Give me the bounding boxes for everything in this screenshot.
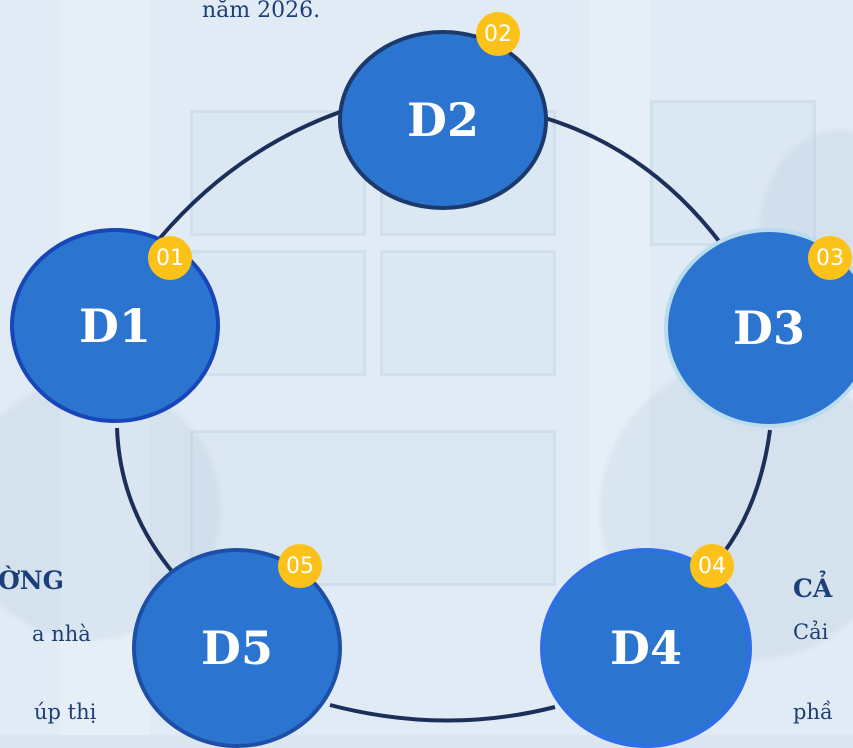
- connector-d3-d4: [720, 429, 772, 557]
- node-d2: D2: [338, 30, 548, 210]
- node-d1-label: D1: [79, 298, 151, 353]
- connector-d5-d1: [115, 427, 177, 577]
- node-d3-label: D3: [733, 301, 805, 355]
- badge-05: 05: [278, 544, 322, 588]
- right-heading: CẢ: [793, 574, 833, 603]
- left-heading: ỜNG: [0, 566, 64, 595]
- badge-01: 01: [148, 236, 192, 280]
- badge-03: 03: [808, 236, 852, 280]
- top-caption: năm 2026.: [202, 0, 321, 23]
- node-d5-label: D5: [201, 621, 273, 675]
- left-line-1: a nhà: [32, 622, 91, 646]
- node-d4-label: D4: [610, 621, 682, 675]
- left-line-2: úp thị: [34, 700, 97, 724]
- badge-02: 02: [476, 12, 520, 56]
- badge-04: 04: [690, 544, 734, 588]
- right-line-1: Cải: [793, 620, 829, 644]
- connector-d1-d2: [158, 110, 341, 240]
- right-line-2: phầ: [793, 700, 833, 724]
- connector-d2-d3: [544, 116, 724, 247]
- node-d2-label: D2: [407, 93, 479, 147]
- connector-d4-d5: [329, 703, 556, 723]
